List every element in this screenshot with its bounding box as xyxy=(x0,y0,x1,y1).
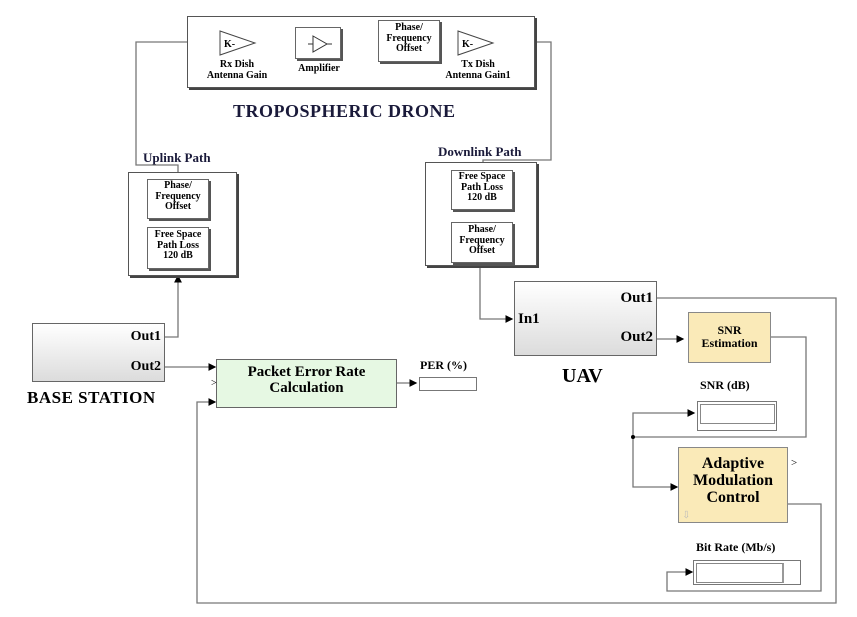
wire-uav-to-per-feedback xyxy=(196,297,837,604)
amplifier-label: Amplifier xyxy=(298,63,340,74)
tropospheric-drone-subsystem[interactable] xyxy=(187,16,535,88)
down-arrow-icon: ⇩ xyxy=(682,509,691,521)
rx-dish-gain-block[interactable]: K- xyxy=(219,30,257,56)
uav-out1-port: Out1 xyxy=(620,290,653,306)
per-calculation-block[interactable]: Packet Error Rate Calculation xyxy=(216,359,397,408)
uplink-phase-offset-block[interactable]: Phase/ Frequency Offset xyxy=(147,179,209,219)
downlink-phase-offset-block[interactable]: Phase/ Frequency Offset xyxy=(451,222,513,263)
wire-base-to-uplink xyxy=(165,274,182,338)
downlink-path-loss-block[interactable]: Free Space Path Loss 120 dB xyxy=(451,170,513,210)
tropospheric-drone-title: TROPOSPHERIC DRONE xyxy=(233,101,456,121)
rx-gain-label: Rx Dish Antenna Gain xyxy=(206,59,268,81)
adaptive-modulation-control-block[interactable]: Adaptive Modulation Control ⇩ xyxy=(678,447,788,523)
uav-out2-port: Out2 xyxy=(620,329,653,345)
wire-downlink-to-uav xyxy=(479,268,514,323)
wire-uplink-to-drone xyxy=(135,38,220,172)
tx-gain-glyph: K- xyxy=(462,39,473,50)
amplifier-block[interactable] xyxy=(295,27,341,59)
bitrate-display-field xyxy=(696,563,784,583)
snr-display-field xyxy=(700,404,775,424)
bitrate-display[interactable] xyxy=(693,560,801,585)
snr-display[interactable] xyxy=(697,401,777,431)
per-input-port-icon: > xyxy=(211,378,217,389)
uplink-path-title: Uplink Path xyxy=(143,150,211,165)
tx-gain-label: Tx Dish Antenna Gain1 xyxy=(445,59,511,81)
base-out1-port: Out1 xyxy=(130,329,161,344)
uav-in1-port: In1 xyxy=(518,311,540,327)
base-out2-port: Out2 xyxy=(130,359,161,374)
wire-snr-output xyxy=(633,336,807,438)
downlink-path-title: Downlink Path xyxy=(438,144,522,159)
snr-estimation-block[interactable]: SNR Estimation xyxy=(688,312,771,363)
bitrate-display-label: Bit Rate (Mb/s) xyxy=(696,540,776,554)
snr-display-label: SNR (dB) xyxy=(700,378,750,392)
amc-output-port-icon: > xyxy=(791,457,798,469)
base-station-title: BASE STATION xyxy=(27,388,156,407)
uav-title: UAV xyxy=(562,365,603,387)
amplifier-icon xyxy=(308,35,332,53)
base-station-subsystem[interactable]: Out1 Out2 xyxy=(32,323,165,382)
per-display-label: PER (%) xyxy=(420,358,467,372)
uav-subsystem[interactable]: In1 Out1 Out2 xyxy=(514,281,657,356)
per-display[interactable] xyxy=(419,377,477,391)
tx-dish-gain-block[interactable]: K- xyxy=(457,30,495,56)
drone-phase-offset-block[interactable]: Phase/ Frequency Offset xyxy=(378,20,440,62)
rx-gain-glyph: K- xyxy=(224,39,235,50)
uplink-path-loss-block[interactable]: Free Space Path Loss 120 dB xyxy=(147,227,209,269)
wire-amc-to-bitrate xyxy=(666,503,822,592)
